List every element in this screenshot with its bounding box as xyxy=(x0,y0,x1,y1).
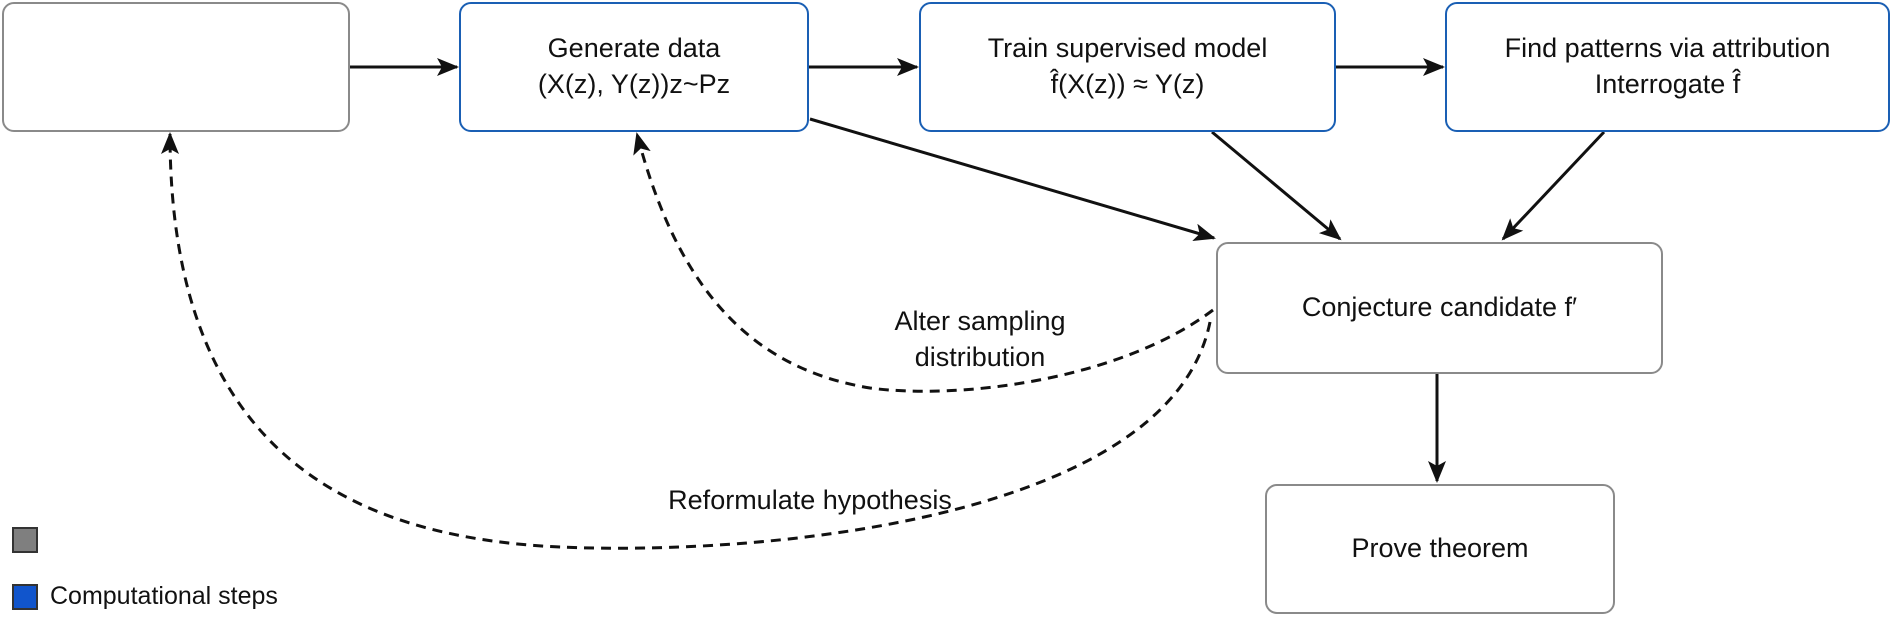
legend-blue-label: Computational steps xyxy=(50,582,278,610)
generate-data-node: Generate data (X(z), Y(z))z~Pz xyxy=(459,2,809,132)
conjecture-label: Conjecture candidate f′ xyxy=(1301,292,1578,323)
arrow-train-to-conjecture xyxy=(1211,130,1342,241)
generate-data-formula: (X(z), Y(z))z~Pz xyxy=(537,69,731,99)
legend-gray-swatch xyxy=(12,527,38,553)
reformulate-hypothesis-label: Reformulate hypothesis xyxy=(668,485,952,515)
arrow-reformulate-hypothesis xyxy=(161,132,1212,550)
alter-sampling-label: Alter sampling distribution xyxy=(840,303,1120,376)
legend-blue-swatch xyxy=(12,584,38,610)
arrow-alter-sampling xyxy=(633,132,1214,393)
prove-theorem-label: Prove theorem xyxy=(1351,533,1529,564)
conjecture-node: Conjecture candidate f′ xyxy=(1216,242,1663,374)
hypothesize-node xyxy=(2,2,350,132)
train-model-title: Train supervised model xyxy=(987,33,1268,64)
find-patterns-subtitle: Interrogate f̂ xyxy=(1594,69,1741,99)
find-patterns-title: Find patterns via attribution xyxy=(1504,33,1831,64)
alter-sampling-line2: distribution xyxy=(914,342,1046,373)
train-model-formula: f̂(X(z)) ≈ Y(z) xyxy=(1050,69,1205,99)
arrow-generate-to-conjecture xyxy=(809,117,1216,241)
train-model-node: Train supervised model f̂(X(z)) ≈ Y(z) xyxy=(919,2,1336,132)
arrow-find-to-conjecture xyxy=(1501,130,1606,241)
find-patterns-node: Find patterns via attribution Interrogat… xyxy=(1445,2,1890,132)
alter-sampling-line1: Alter sampling xyxy=(894,306,1066,336)
prove-theorem-node: Prove theorem xyxy=(1265,484,1615,614)
generate-data-title: Generate data xyxy=(547,33,721,64)
